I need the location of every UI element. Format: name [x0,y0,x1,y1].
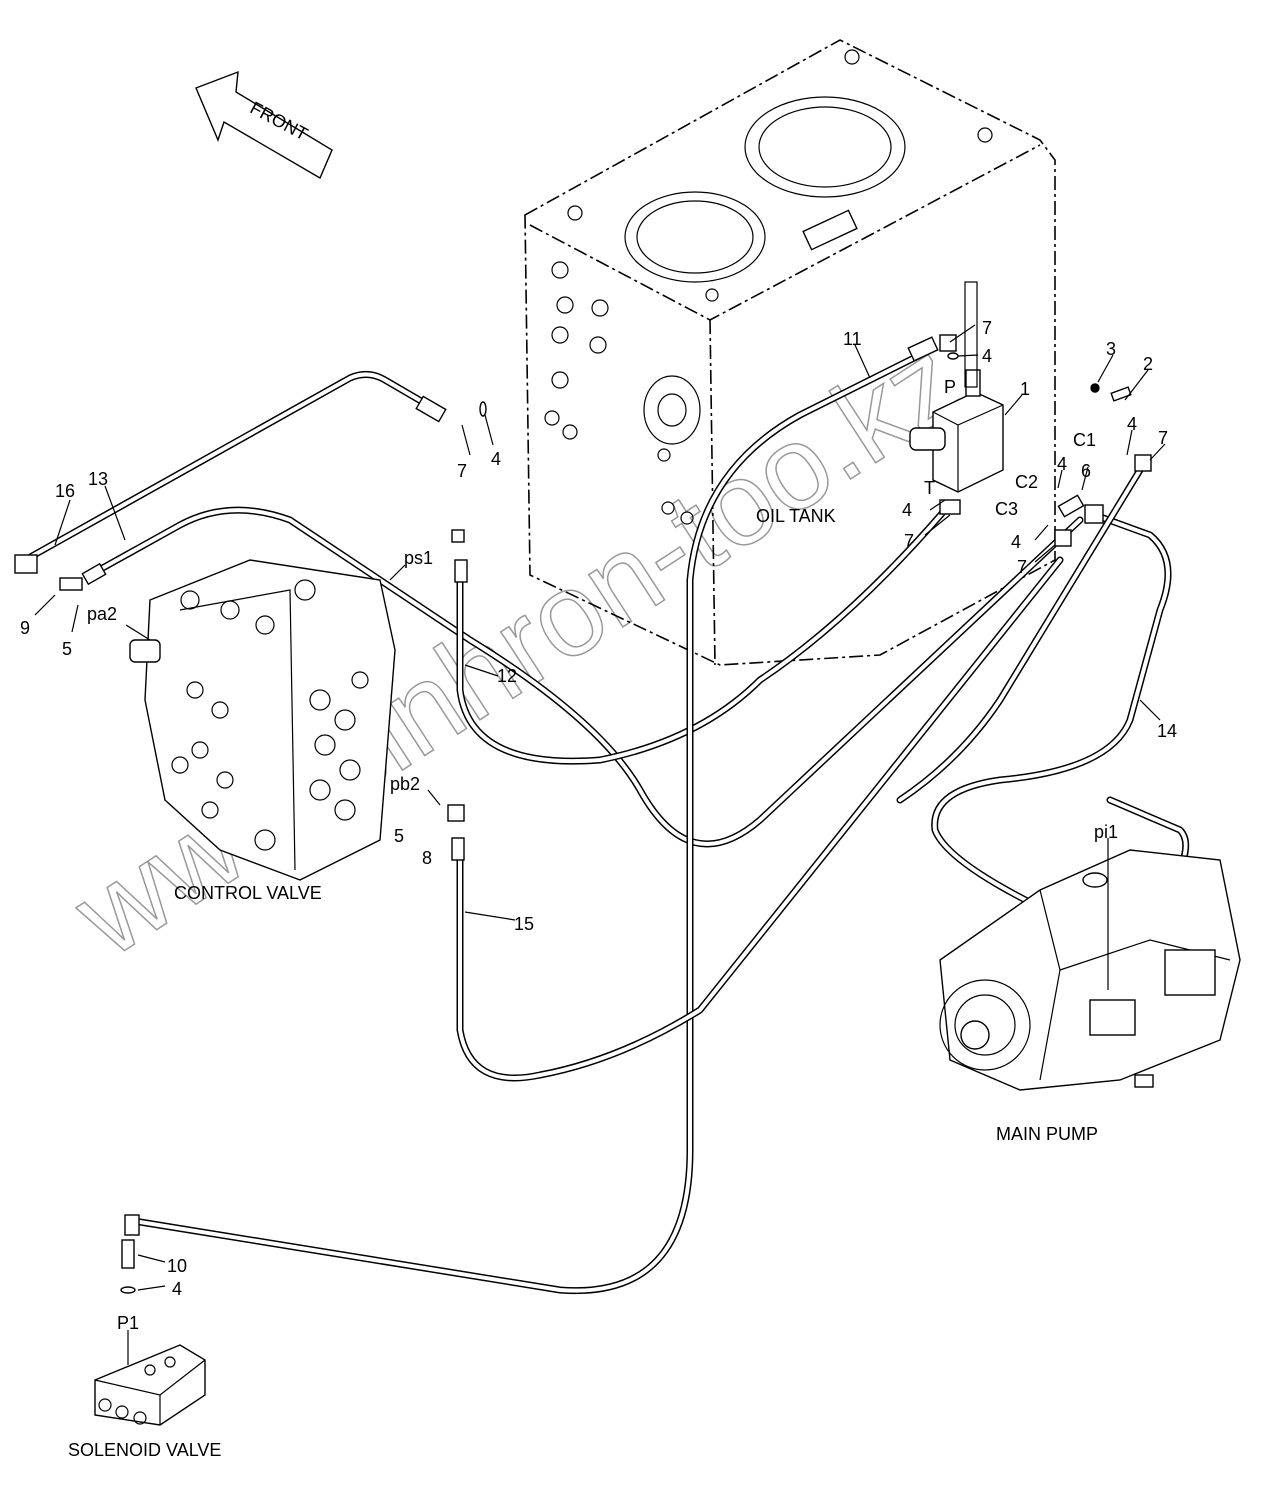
callout: 5 [394,826,404,846]
callout: 4 [982,346,992,366]
callout: 4 [172,1279,182,1299]
hose-c1 [896,466,1144,804]
hose-14 [931,511,1172,939]
front-arrow-icon: FRONT [195,70,333,180]
callout: 13 [88,469,108,489]
callout: 4 [491,449,501,469]
hose-13 [86,506,1084,848]
control-valve-label: CONTROL VALVE [174,883,322,903]
hose-11 [136,346,934,1295]
main-pump: MAIN PUMP [939,849,1241,1144]
callout: 7 [982,318,992,338]
callout: C1 [1073,430,1096,450]
solenoid-valve: SOLENOID VALVE [68,1344,221,1460]
callout: 1 [1020,379,1030,399]
callout: 7 [1017,557,1027,577]
hose-15 [456,556,1064,1082]
callout: 11 [843,329,862,349]
control-valve: CONTROL VALVE [129,559,396,903]
main-pump-label: MAIN PUMP [996,1124,1098,1144]
callout: P [944,377,956,397]
leader-lines [34,324,1166,1365]
callout: C3 [995,499,1018,519]
callout: T [924,478,935,498]
callout: pb2 [390,774,420,794]
callout: 4 [1127,414,1137,434]
callout: 3 [1106,339,1116,359]
callout: 16 [55,481,75,501]
callout: ps1 [404,548,433,568]
callout: pa2 [87,604,117,624]
callout: 4 [902,500,912,520]
solenoid-valve-label: SOLENOID VALVE [68,1440,221,1460]
selector-valve-block [909,281,1004,493]
callout: 15 [514,914,534,934]
callout: 7 [1158,428,1168,448]
callout: 7 [904,531,914,551]
callout: pi1 [1094,822,1118,842]
callout: 7 [457,461,467,481]
callout: 4 [1057,454,1067,474]
callout: C2 [1015,472,1038,492]
callout: 6 [1081,461,1091,481]
callout: 14 [1157,721,1177,741]
callout: 5 [62,639,72,659]
callout: 2 [1143,354,1153,374]
callouts: 1 2 3 4 7 C1 4 6 C2 C3 4 7 T 4 7 P 7 4 1… [20,318,1177,1333]
callout: 8 [422,848,432,868]
callout: 10 [167,1256,187,1276]
oil-tank-label: OIL TANK [756,506,836,526]
callout: 9 [20,618,30,638]
oil-tank: OIL TANK [524,39,1056,666]
callout: 4 [1011,532,1021,552]
fittings [14,334,1152,1294]
callout: 12 [497,666,517,686]
callout: P1 [117,1313,139,1333]
hose-16 [21,371,444,564]
hose-12 [456,506,949,765]
